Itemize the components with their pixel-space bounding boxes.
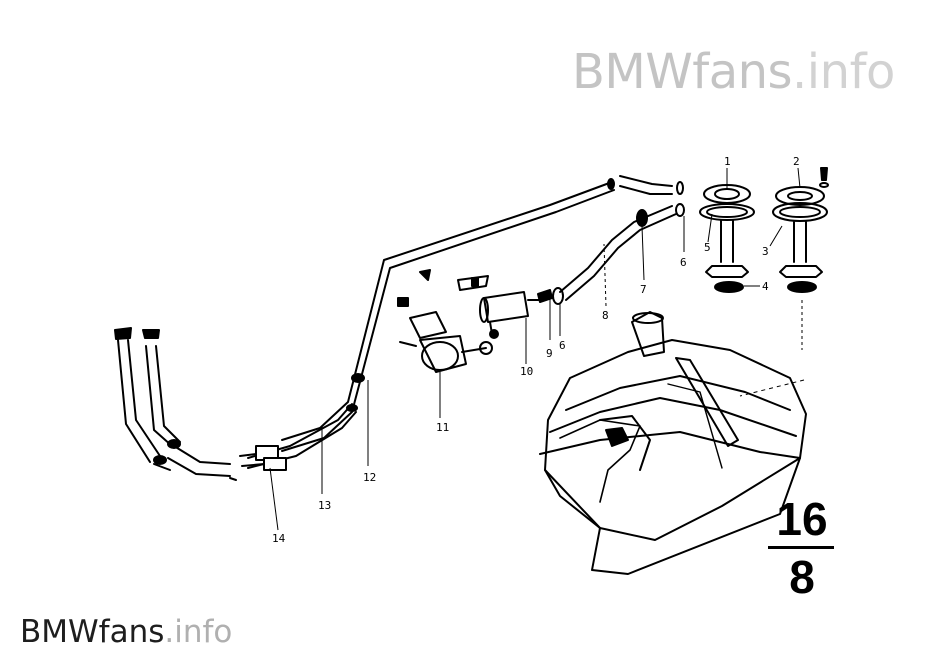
fuel-line-long	[281, 181, 615, 452]
callout-2: 2	[793, 155, 800, 168]
callout-11: 11	[436, 421, 450, 434]
callout-9: 9	[546, 347, 553, 360]
sender-unit-left	[699, 184, 755, 293]
watermark-bottom-tld: .info	[164, 614, 233, 650]
pump-fitting	[479, 341, 493, 355]
hose-clip-9	[537, 289, 553, 303]
cap-left	[114, 327, 132, 340]
watermark-top-tld: .info	[792, 44, 895, 100]
callout-1: 1	[724, 155, 731, 168]
watermark-bottom[interactable]: BMWfans.info	[20, 614, 232, 650]
callout-8: 8	[602, 309, 609, 322]
page-number: 8	[789, 551, 815, 603]
callout-12: 12	[363, 471, 377, 484]
callout-4: 4	[762, 280, 769, 293]
hose-7	[559, 203, 685, 301]
sender-unit-right	[772, 167, 829, 293]
pipes-left	[117, 339, 237, 481]
callout-6-right: 6	[680, 256, 687, 269]
callout-6-left: 6	[559, 339, 566, 352]
watermark-top-brand: BMWfans	[572, 44, 793, 100]
watermark-top: BMWfans.info	[572, 44, 895, 100]
callout-10: 10	[520, 365, 534, 378]
small-part-a	[419, 269, 431, 281]
clamp-12	[351, 373, 365, 383]
watermark-bottom-brand: BMWfans	[20, 614, 165, 650]
page-ref-divider	[768, 546, 834, 549]
fuel-tank	[539, 311, 807, 575]
leader-lines	[269, 167, 805, 531]
page-group-number: 16	[776, 493, 828, 545]
fuel-filter	[479, 291, 541, 335]
callout-13: 13	[318, 499, 332, 512]
cap-right	[142, 329, 160, 339]
fuel-pump	[399, 311, 487, 373]
callout-7: 7	[640, 283, 647, 296]
small-part-b	[397, 297, 409, 307]
callout-5: 5	[704, 241, 711, 254]
hose-clamp-6	[552, 287, 564, 305]
hose-upper-right	[607, 175, 684, 195]
callout-3: 3	[762, 245, 769, 258]
callout-14: 14	[272, 532, 286, 545]
connector-14	[239, 445, 287, 471]
